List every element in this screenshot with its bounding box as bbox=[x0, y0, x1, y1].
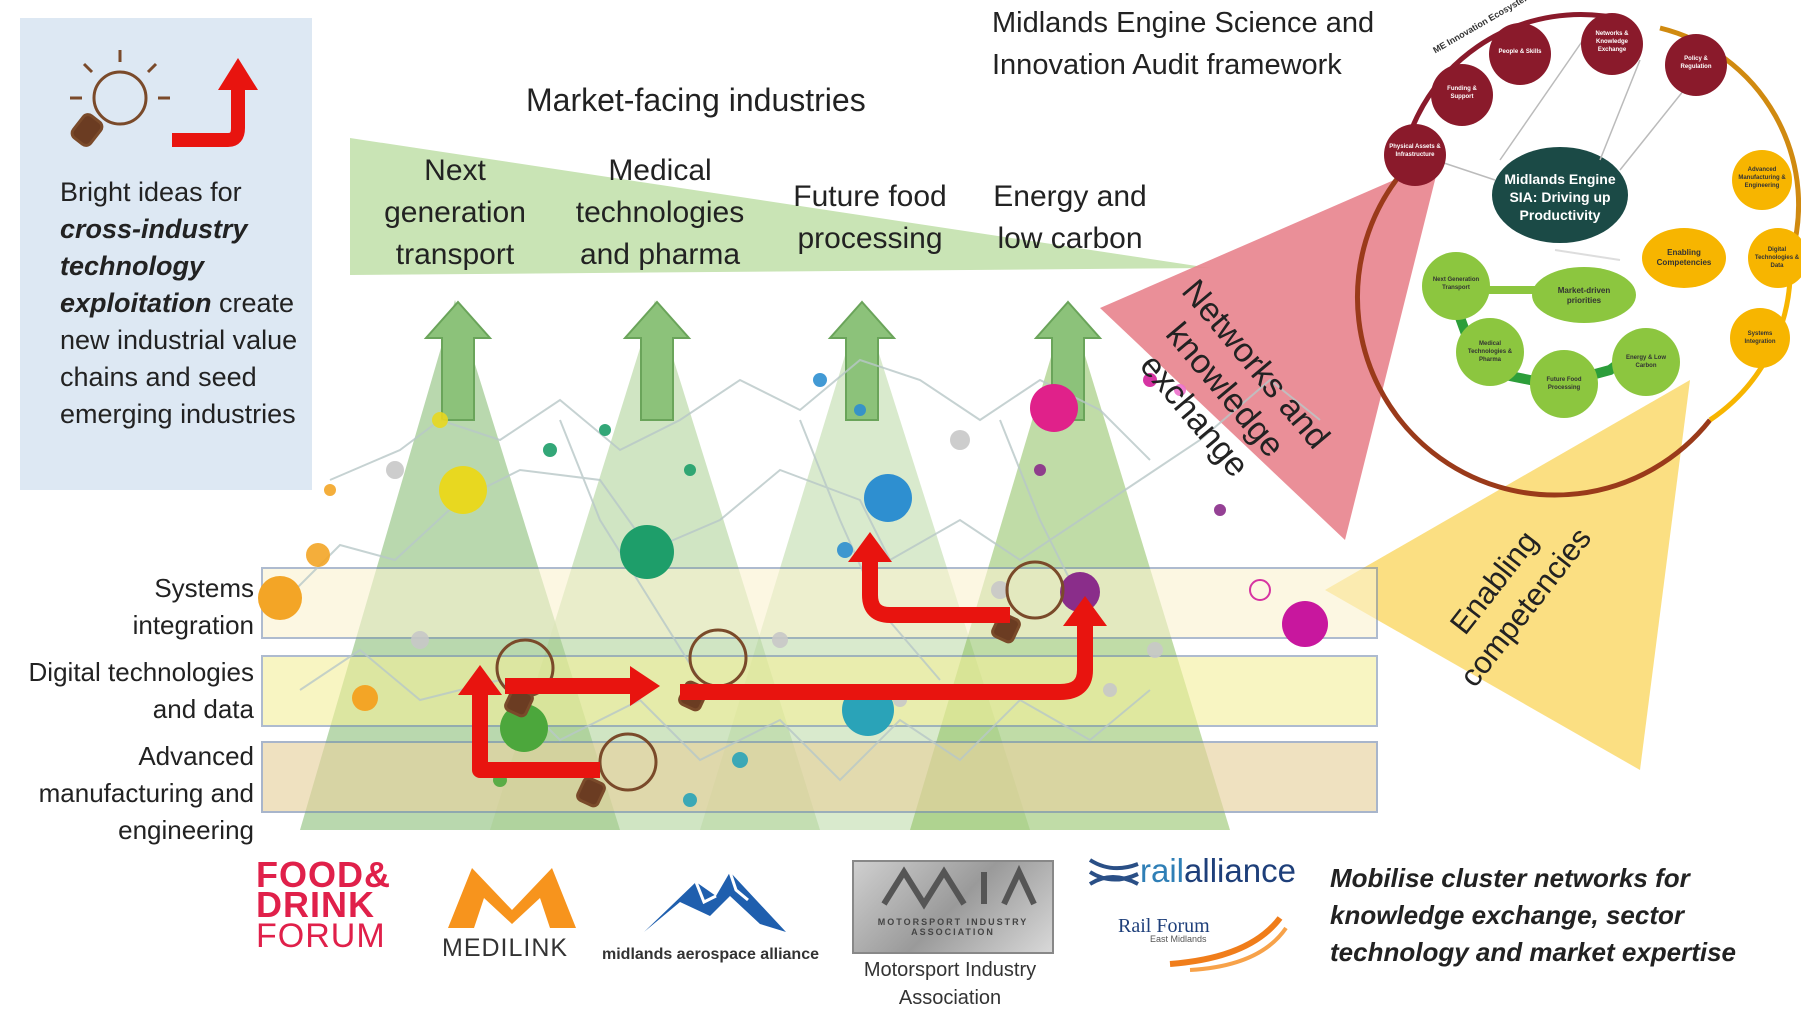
medilink-m-icon bbox=[448, 868, 576, 928]
sector-transport-line2: generation bbox=[384, 196, 526, 229]
row-advanced-line1: Advanced bbox=[138, 741, 254, 771]
ecosystem-diagram bbox=[1354, 12, 1801, 498]
food-drink-forum-logo: FOOD& DRINK FORUM bbox=[256, 857, 391, 954]
sector-energy-line1: Energy and bbox=[993, 180, 1147, 213]
sia-title: Midlands Engine Science and Innovation A… bbox=[992, 2, 1412, 86]
railalliance-rail: rail bbox=[1140, 852, 1185, 889]
sector-transport-line3: transport bbox=[395, 238, 515, 271]
mobilise-text: Mobilise cluster networks for knowledge … bbox=[1330, 863, 1737, 967]
bulb-icon-1 bbox=[495, 638, 555, 718]
sector-food-line2: processing bbox=[797, 222, 943, 255]
sector-medical-line3: and pharma bbox=[579, 238, 741, 271]
motorsport-industry-plate: MOTORSPORT INDUSTRY ASSOCIATION bbox=[852, 860, 1054, 954]
motorsport-industry-caption: Motorsport Industry Association bbox=[850, 956, 1050, 1012]
bright-ideas-emph3: exploitation bbox=[60, 288, 212, 318]
sector-energy-line2: low carbon bbox=[997, 222, 1143, 255]
row-systems-line2: integration bbox=[132, 610, 254, 640]
mia-caption-line1: Motorsport Industry bbox=[863, 959, 1037, 981]
eco-node-medical: Medical Technologies & Pharma bbox=[1467, 341, 1513, 363]
eco-node-policy: Policy & Regulation bbox=[1680, 56, 1712, 70]
fdf-line1: FOOD& bbox=[256, 854, 391, 895]
node-green-dark bbox=[620, 525, 674, 579]
midlands-aerospace-alliance-logo: midlands aerospace alliance bbox=[602, 946, 819, 963]
row-label-systems: Systems integration bbox=[6, 570, 254, 644]
up-arrow-transport bbox=[423, 300, 493, 421]
row-label-digital: Digital technologies and data bbox=[6, 654, 254, 728]
medilink-logo-text: MEDILINK bbox=[442, 934, 569, 962]
row-digital-line1: Digital technologies bbox=[28, 657, 254, 687]
bright-ideas-text: Bright ideas for cross-industry technolo… bbox=[60, 174, 320, 433]
bright-ideas-emph1: cross-industry bbox=[60, 214, 248, 244]
node-purple bbox=[1060, 572, 1100, 612]
row-advanced-line2: manufacturing and bbox=[38, 778, 254, 808]
red-arrow-d bbox=[862, 560, 1010, 623]
sector-label-transport: Next generation transport bbox=[370, 150, 540, 276]
rail-forum-logo: Rail Forum bbox=[1118, 915, 1210, 937]
sector-label-medical: Medical technologies and pharma bbox=[560, 150, 760, 276]
eco-hub-enabling: Enabling Competencies bbox=[1656, 248, 1712, 267]
railalliance-alliance: alliance bbox=[1184, 852, 1296, 889]
sector-transport-line1: Next bbox=[424, 154, 486, 187]
eco-node-advanced: Advanced Manufacturing & Engineering bbox=[1738, 167, 1786, 189]
eco-node-transport: Next Generation Transport bbox=[1432, 277, 1480, 291]
sia-title-line1: Midlands Engine Science and bbox=[992, 7, 1375, 39]
mountain-icon bbox=[644, 871, 786, 932]
red-arrow-c bbox=[680, 620, 1093, 700]
bright-ideas-line1: Bright ideas for bbox=[60, 177, 242, 207]
row-digital-line2: and data bbox=[152, 694, 254, 724]
sector-label-energy: Energy and low carbon bbox=[980, 176, 1160, 260]
sector-medical-line2: technologies bbox=[575, 196, 745, 229]
railalliance-logo: railalliance bbox=[1140, 852, 1296, 890]
mia-plate-text: MOTORSPORT INDUSTRY ASSOCIATION bbox=[877, 917, 1029, 937]
eco-node-funding: Funding & Support bbox=[1447, 86, 1477, 100]
sia-title-line2: Innovation Audit framework bbox=[992, 49, 1342, 81]
railalliance-wave-icon bbox=[1088, 858, 1139, 886]
bright-ideas-rest: create new industrial value chains and s… bbox=[60, 288, 298, 429]
eco-node-digital: Digital Technologies & Data bbox=[1754, 247, 1800, 269]
node-pink bbox=[1030, 384, 1078, 432]
market-title: Market-facing industries bbox=[526, 82, 866, 118]
node-magenta bbox=[1282, 601, 1328, 647]
sector-label-food: Future food processing bbox=[775, 176, 965, 260]
eco-node-food: Future Food Processing bbox=[1546, 377, 1582, 391]
sector-medical-line1: Medical bbox=[608, 154, 712, 187]
row-label-advanced: Advanced manufacturing and engineering bbox=[6, 738, 254, 849]
up-arrow-medical bbox=[622, 300, 692, 421]
node-yellow bbox=[439, 466, 487, 514]
fdf-line2: DRINK bbox=[256, 884, 375, 925]
fdf-line3: FORUM bbox=[256, 917, 386, 955]
lightbulb-icon bbox=[70, 50, 170, 147]
node-blue bbox=[864, 474, 912, 522]
red-up-turn-arrow-icon bbox=[172, 58, 258, 147]
bulb-icon-3 bbox=[991, 560, 1065, 644]
networks-triangle bbox=[1100, 160, 1440, 540]
red-arrow-a bbox=[472, 690, 600, 778]
band-advanced bbox=[261, 741, 1378, 813]
enabling-triangle bbox=[1325, 380, 1690, 770]
row-systems-line1: Systems bbox=[154, 573, 254, 603]
band-systems bbox=[261, 567, 1378, 639]
bright-ideas-emph2: technology bbox=[60, 251, 205, 281]
eco-node-networks: Networks & Knowledge Exchange bbox=[1595, 31, 1629, 53]
rail-forum-swoosh-icon bbox=[1169, 916, 1288, 972]
ecosystem-center-label: Midlands Engine SIA: Driving up Producti… bbox=[1504, 171, 1616, 223]
node-orange-small bbox=[352, 685, 378, 711]
rail-forum-sub: East Midlands bbox=[1150, 934, 1207, 944]
mia-caption-line2: Association bbox=[898, 987, 1002, 1009]
eco-node-systems: Systems Integration bbox=[1744, 331, 1776, 345]
eco-node-physical: Physical Assets & Infrastructure bbox=[1389, 144, 1441, 158]
node-green bbox=[500, 704, 548, 752]
row-advanced-line3: engineering bbox=[118, 815, 254, 845]
node-orange bbox=[258, 576, 302, 620]
eco-node-energy: Energy & Low Carbon bbox=[1625, 355, 1666, 369]
eco-node-people: People & Skills bbox=[1498, 49, 1542, 55]
market-wedge bbox=[350, 138, 1210, 275]
sector-food-line1: Future food bbox=[793, 180, 947, 213]
mia-monogram-icon bbox=[881, 864, 1037, 910]
eco-hub-market: Market-driven priorities bbox=[1557, 286, 1611, 305]
